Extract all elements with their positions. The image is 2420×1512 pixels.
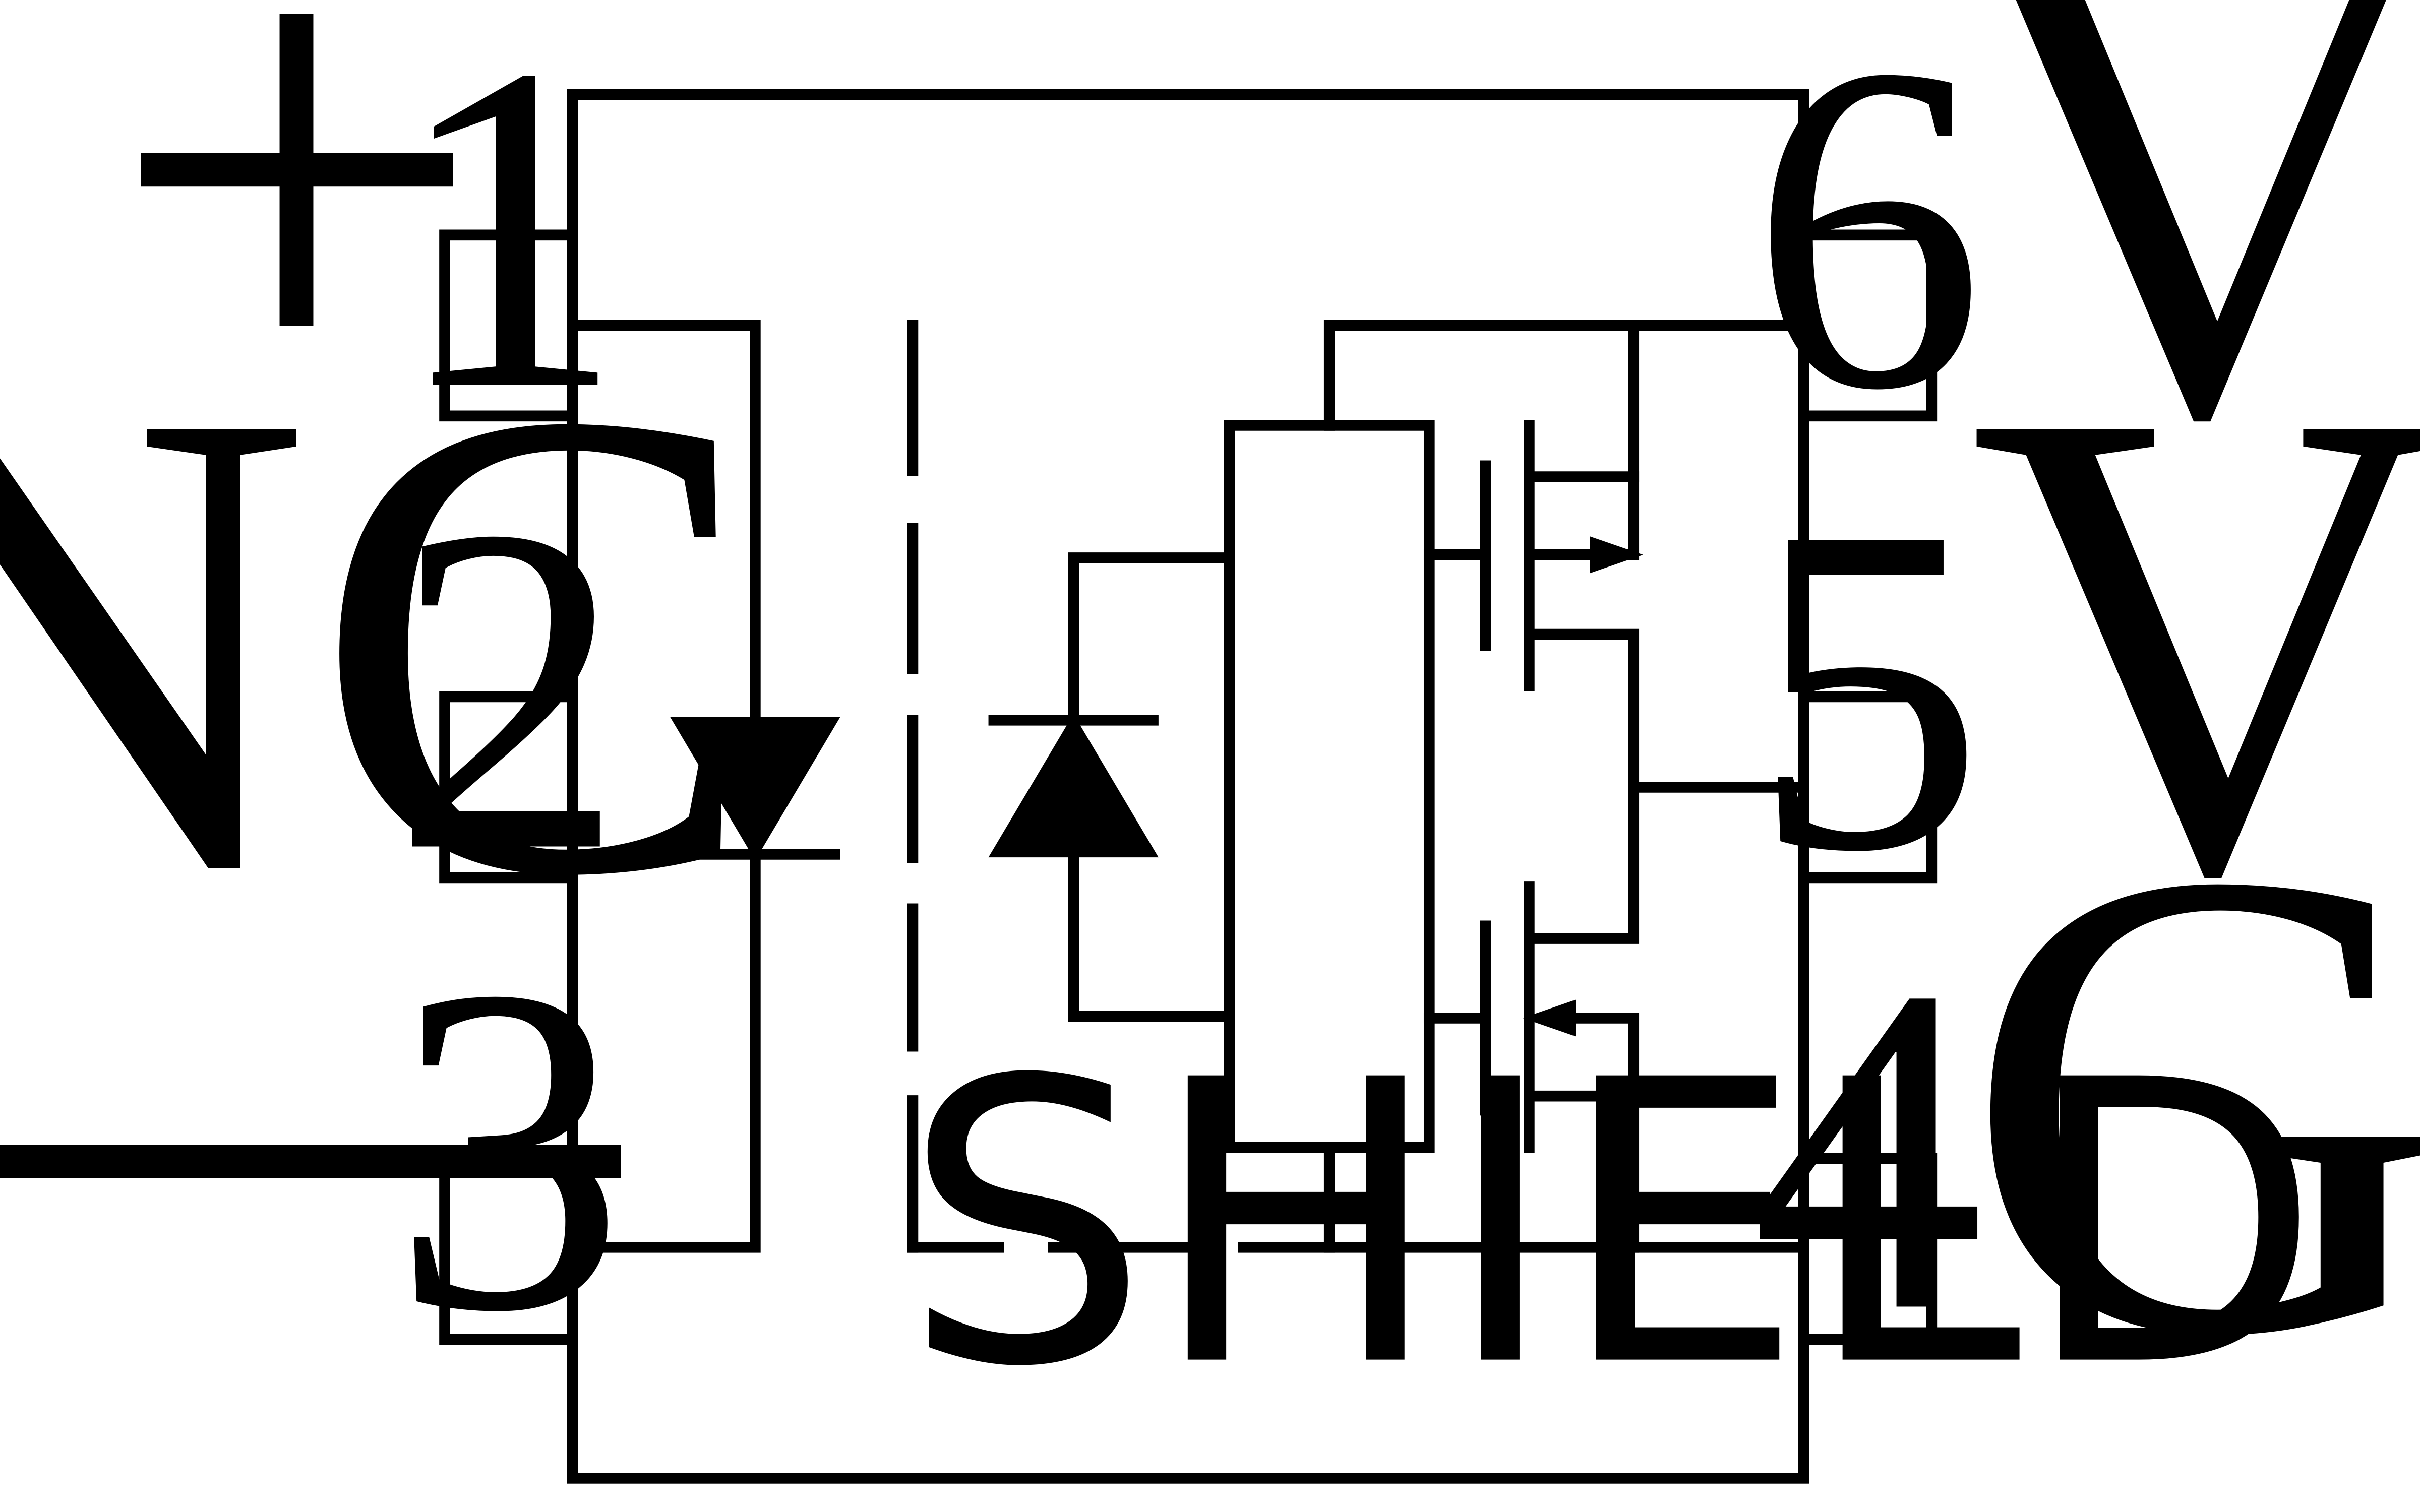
- pin-1-number: 1: [392, 0, 626, 486]
- pin-4-label: GND: [1963, 731, 2420, 1474]
- photodiode-top-wire: [1068, 552, 1235, 726]
- pin-4-box: [1798, 1153, 1938, 1345]
- pin-2-label: NC: [0, 271, 759, 1014]
- pin-3: 3: [392, 890, 626, 1408]
- pin-6-label: VCC: [1958, 0, 2420, 556]
- shield-label: SHIELD: [902, 998, 2322, 1452]
- pin-1-box: [439, 229, 578, 422]
- pin-4-number: 4: [1750, 890, 1984, 1408]
- pin-1-label: +: [107, 0, 486, 538]
- vcc-rail: [1323, 320, 1809, 431]
- pin-5-number: 5: [1750, 429, 1984, 948]
- pin-6-number: 6: [1750, 0, 1984, 486]
- led-diode-symbol: [670, 717, 840, 861]
- led-cathode-wire: [567, 849, 761, 1253]
- photodiode-bottom-wire: [1068, 849, 1235, 1022]
- pin-4: 4: [1750, 890, 1984, 1408]
- lower-transistor: [1423, 782, 1640, 1253]
- photodiode-symbol: [988, 714, 1159, 858]
- pin-3-number: 3: [392, 890, 626, 1408]
- pin-3-label: —: [0, 720, 627, 1463]
- pin-5-label: VO: [1969, 271, 2420, 1014]
- pin-2-number: 2: [392, 429, 626, 948]
- upper-transistor: [1423, 320, 1644, 793]
- pin-5: 5: [1750, 429, 1984, 948]
- pin-6: 6: [1750, 0, 1984, 486]
- pin-2-box: [439, 691, 578, 884]
- pin-2: 2: [392, 429, 626, 948]
- led-anode-wire: [567, 320, 761, 726]
- shield-barrier: [907, 320, 1809, 1253]
- pin-1: 1: [392, 0, 626, 486]
